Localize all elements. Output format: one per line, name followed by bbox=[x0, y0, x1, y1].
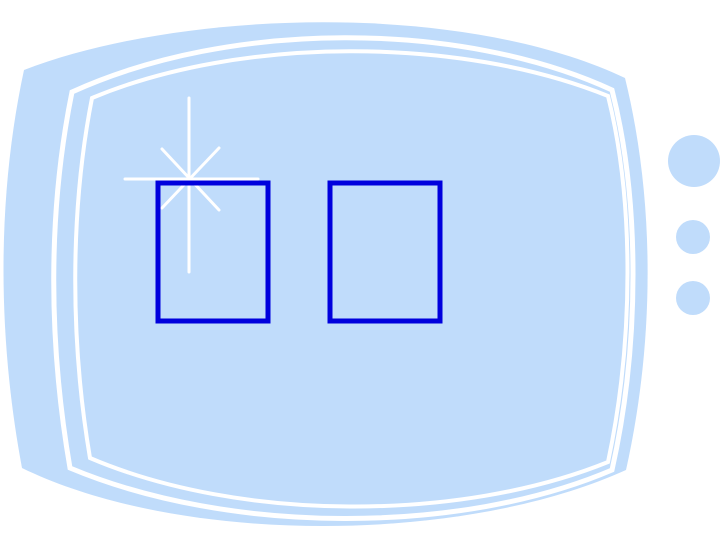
tv-body bbox=[3, 22, 648, 527]
title-glyph-box-2 bbox=[327, 180, 443, 324]
screen-inner-border bbox=[73, 49, 630, 509]
screen-outer-border bbox=[51, 35, 636, 521]
tv-knob-small bbox=[676, 281, 710, 315]
title-glyph-box-1 bbox=[155, 180, 271, 324]
tv-knob-medium bbox=[676, 220, 710, 254]
tv-knob-large bbox=[668, 135, 720, 187]
